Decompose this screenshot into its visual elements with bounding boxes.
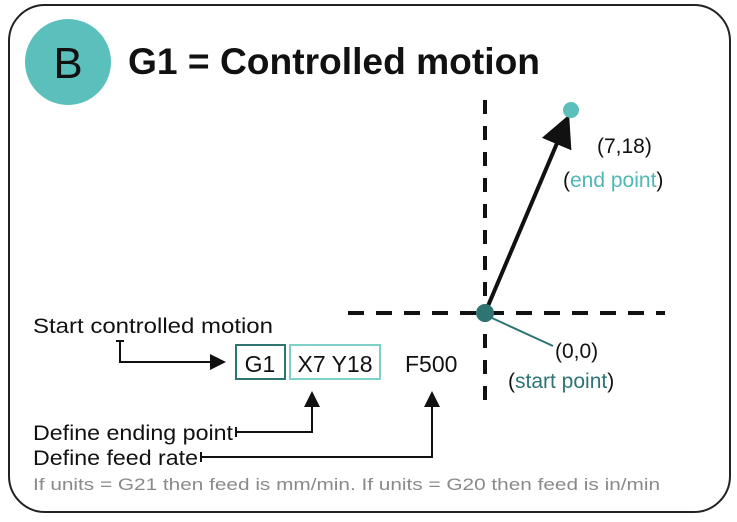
annotation-start: Start controlled motion [33, 315, 273, 338]
command-xy: X7 Y18 [297, 351, 372, 377]
badge-circle [25, 19, 111, 105]
annotation-ending: Define ending point [33, 422, 233, 445]
annotation-feed: Define feed rate [33, 447, 198, 470]
start-arrow [116, 340, 222, 362]
end-point-coords: (7,18) [597, 135, 652, 158]
page-title: G1 = Controlled motion [128, 41, 540, 82]
ending-arrow [235, 395, 312, 437]
units-note: If units = G21 then feed is mm/min. If u… [33, 475, 660, 494]
start-point-leader [491, 317, 554, 347]
end-point-dot [563, 102, 579, 118]
command-f: F500 [405, 351, 457, 377]
command-g: G1 [245, 351, 276, 377]
feed-arrow [200, 395, 432, 462]
start-point-label: (start point) [508, 370, 614, 393]
start-point-coords: (0,0) [555, 340, 598, 363]
start-point-dot [476, 304, 494, 322]
motion-arrow [483, 114, 572, 314]
xy-box [289, 344, 381, 380]
end-point-label: (end point) [563, 169, 663, 192]
badge-letter: B [53, 39, 82, 88]
